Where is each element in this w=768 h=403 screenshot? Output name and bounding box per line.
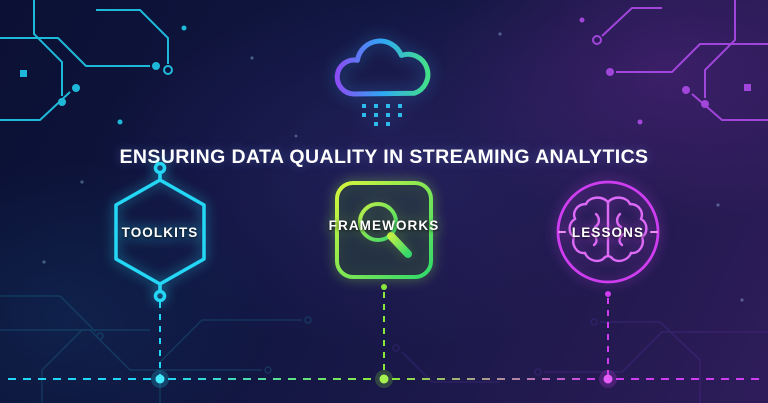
lessons-label-text: LESSONS (571, 224, 645, 240)
label-dash-left (557, 231, 566, 233)
circuit-trace-top-left (0, 0, 187, 125)
magnifier-icon (335, 181, 433, 279)
circuit-texture-bottom-left (0, 295, 312, 403)
badge-toolkits-label: TOOLKITS (121, 224, 199, 240)
badge-toolkits: TOOLKITS (100, 162, 220, 302)
circuit-texture-bottom-right (392, 318, 768, 403)
connector-lines (8, 292, 760, 380)
hexagon-badge-icon (114, 162, 206, 302)
label-dash-right (650, 231, 659, 233)
star-dots (42, 32, 744, 302)
badge-frameworks: FRAMEWORKS (329, 180, 438, 280)
badge-lessons: LESSONS (548, 172, 668, 292)
connector-dots (151, 284, 617, 388)
badge-lessons-label: LESSONS (548, 172, 668, 292)
page-title: ENSURING DATA QUALITY IN STREAMING ANALY… (119, 146, 649, 168)
cloud-rain-icon (324, 24, 444, 144)
circuit-trace-top-right (579, 0, 768, 125)
badge-frameworks-label: FRAMEWORKS (328, 217, 440, 233)
